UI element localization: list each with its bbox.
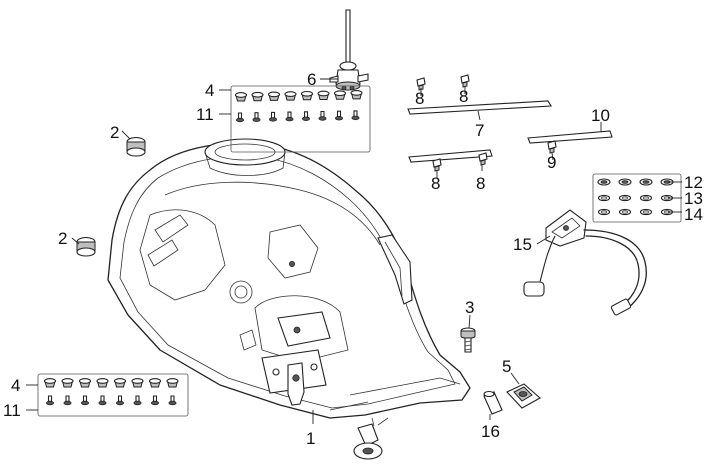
callout-3: 3: [465, 298, 474, 317]
callout-11-upper: 11: [196, 105, 214, 124]
screw-11-upper: [334, 110, 343, 121]
seal-12: [639, 178, 653, 186]
screw-11-upper: [235, 112, 244, 123]
screw-11-lower: [81, 395, 90, 406]
callout-2-lower: 2: [58, 229, 67, 248]
callout-16: 16: [481, 422, 500, 441]
grommet-4-lower: [78, 378, 92, 388]
callout-15: 15: [513, 235, 532, 254]
callout-5: 5: [502, 357, 511, 376]
grommet-4-lower: [96, 378, 109, 388]
washer-14: [639, 208, 653, 216]
washer-13: [639, 194, 653, 202]
clip-8-c: [432, 158, 442, 172]
grommet-4-upper: [284, 91, 297, 101]
leader-lines: [26, 78, 682, 424]
callout-12: 12: [684, 173, 703, 192]
screw-11-lower: [168, 395, 177, 406]
callout-7: 7: [475, 121, 484, 140]
grommet-4-upper: [251, 91, 264, 102]
grommet-4-upper: [333, 90, 347, 100]
screw-11-upper: [285, 111, 294, 122]
screw-11-upper: [318, 110, 327, 121]
grommet-upper: [126, 136, 146, 157]
seal-12: [618, 178, 632, 186]
grommet-4-lower: [131, 378, 144, 388]
callout-2-upper: 2: [110, 123, 119, 142]
spacer-16: [483, 390, 503, 415]
callout-10: 10: [591, 106, 610, 125]
washer-13: [618, 194, 632, 202]
callout-13: 13: [684, 189, 703, 208]
clip-9: [547, 140, 557, 154]
grommet-lower: [76, 236, 96, 257]
callout-4-lower: 4: [11, 376, 20, 395]
fuel-cock-valve: [329, 9, 369, 91]
grommet-4-upper: [350, 90, 363, 100]
screw-11-upper: [351, 110, 360, 121]
callout-9: 9: [547, 153, 556, 172]
screw-11-upper: [268, 111, 277, 122]
grommet-4-upper: [300, 90, 314, 101]
callout-8-c: 8: [431, 174, 440, 193]
callout-6: 6: [307, 70, 316, 89]
grommet-4-upper: [317, 90, 330, 100]
callout-4-upper: 4: [205, 81, 214, 100]
screw-11-upper: [301, 111, 310, 121]
screw-11-lower: [116, 395, 125, 406]
bolt-3: [460, 327, 476, 353]
hardware-kit-lower: [37, 373, 189, 417]
callout-8-a: 8: [415, 89, 424, 108]
screw-11-lower: [63, 395, 72, 406]
hardware-kit-upper: [230, 85, 371, 153]
seal-12: [597, 178, 611, 186]
callout-8-d: 8: [476, 174, 485, 193]
callout-labels: 1 2 2 3 4 4 5 6 7 8 8 8 8 9 10 11 11 12 …: [3, 70, 703, 448]
mount-bar-10: [527, 130, 613, 154]
fuel-level-sensor: [523, 209, 647, 316]
washer-14: [618, 208, 632, 216]
grommet-4-lower: [43, 378, 57, 388]
grommet-4-upper: [234, 92, 248, 102]
screw-11-upper: [252, 112, 261, 122]
grommet-4-lower: [61, 378, 74, 388]
grommet-4-lower: [113, 378, 127, 388]
seal-kit-12-14: [592, 173, 682, 223]
grommet-4-upper: [267, 91, 281, 101]
mount-bar-lower: [408, 149, 493, 172]
mount-bar-7: [407, 74, 552, 115]
screw-11-lower: [98, 395, 107, 406]
grommet-4-lower: [166, 378, 179, 388]
callout-1: 1: [306, 429, 315, 448]
fuel-tank: [107, 138, 471, 460]
screw-11-lower: [150, 395, 159, 406]
seal-12: [660, 178, 674, 186]
clip-8-d: [478, 152, 488, 166]
clip-nut-5: [506, 383, 541, 409]
grommet-4-lower: [148, 378, 162, 388]
clip-8-b: [460, 74, 470, 88]
callout-8-b: 8: [459, 87, 468, 106]
screw-11-lower: [133, 395, 142, 406]
callout-14: 14: [684, 205, 703, 224]
washer-14: [597, 208, 611, 216]
screw-11-lower: [46, 395, 55, 406]
washer-13: [597, 194, 611, 202]
callout-11-lower: 11: [3, 401, 21, 420]
clip-8-a: [416, 77, 426, 91]
